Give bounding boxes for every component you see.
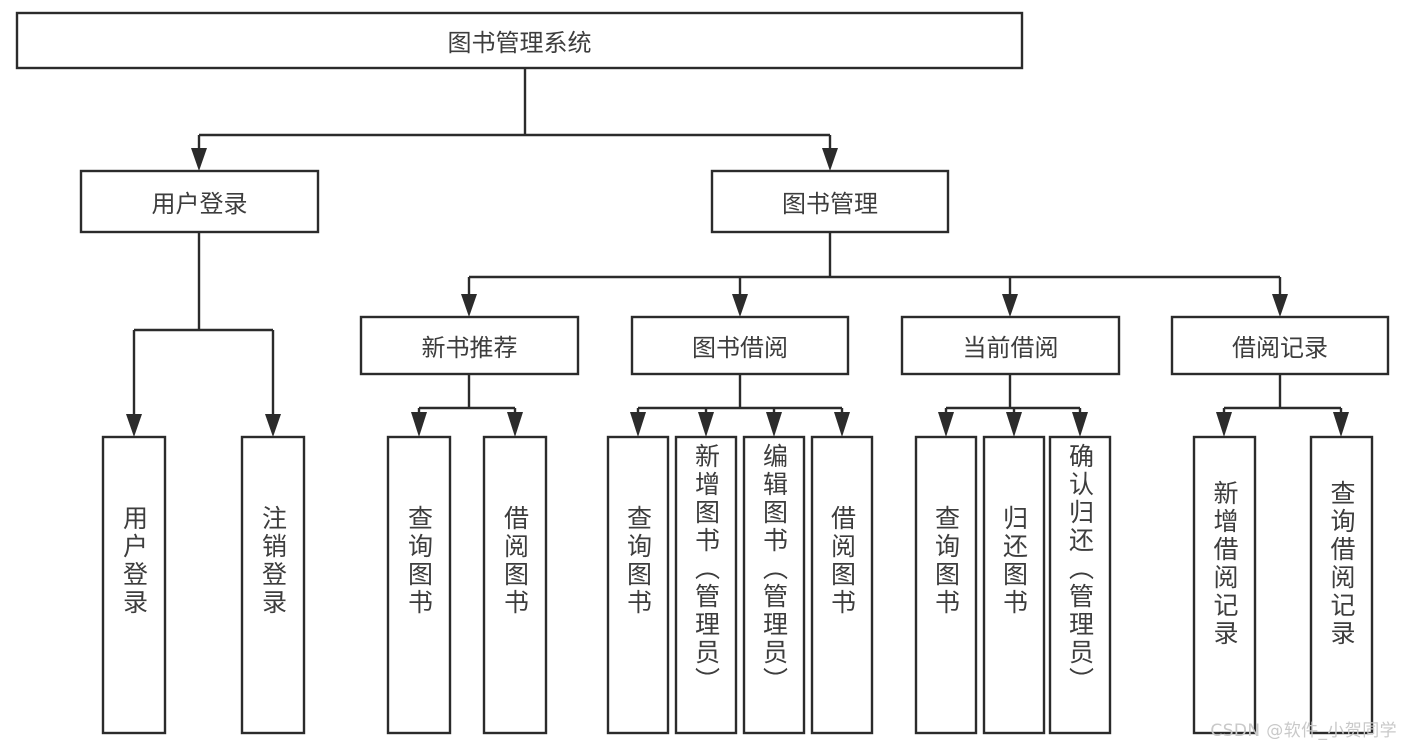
node-box-current-borrow[interactable] — [900, 315, 1121, 376]
watermark-text: CSDN @软件_小贺同学 — [1210, 721, 1397, 741]
arrowhead-borrow-record — [1272, 294, 1288, 317]
arrowhead-current-borrow — [1002, 294, 1018, 317]
node-box-book-management[interactable] — [710, 169, 950, 234]
node-box-user-login[interactable] — [79, 169, 320, 234]
node-box-book-borrow[interactable] — [630, 315, 850, 376]
node-box-leaf-borrow-record-0[interactable] — [1192, 435, 1257, 735]
arrowhead-user-login — [191, 148, 207, 171]
arrowhead-book-management — [822, 148, 838, 171]
node-box-leaf-new-book-1[interactable] — [482, 435, 548, 735]
arrowhead-leaf-book-borrow-3 — [834, 412, 850, 437]
arrowhead-leaf-book-borrow-2 — [766, 412, 782, 437]
node-box-borrow-record[interactable] — [1170, 315, 1390, 376]
arrowhead-leaf-new-book-1 — [507, 412, 523, 437]
arrowhead-leaf-current-borrow-2 — [1072, 412, 1088, 437]
node-box-leaf-book-borrow-0[interactable] — [606, 435, 670, 735]
node-box-leaf-book-borrow-1[interactable] — [674, 435, 738, 735]
node-box-leaf-user-login-0[interactable] — [101, 435, 167, 735]
node-box-leaf-new-book-0[interactable] — [386, 435, 452, 735]
node-box-leaf-user-login-1[interactable] — [240, 435, 306, 735]
node-box-leaf-current-borrow-2[interactable] — [1048, 435, 1112, 735]
node-box-leaf-borrow-record-1[interactable] — [1309, 435, 1374, 735]
arrowhead-leaf-book-borrow-0 — [630, 412, 646, 437]
arrowhead-leaf-borrow-record-1 — [1333, 412, 1349, 437]
node-box-leaf-book-borrow-3[interactable] — [810, 435, 874, 735]
node-box-root[interactable] — [15, 11, 1024, 70]
arrowhead-leaf-current-borrow-0 — [938, 412, 954, 437]
arrowhead-leaf-current-borrow-1 — [1006, 412, 1022, 437]
node-box-leaf-current-borrow-1[interactable] — [982, 435, 1046, 735]
arrowhead-leaf-user-login-0 — [126, 414, 142, 437]
arrowhead-leaf-borrow-record-0 — [1216, 412, 1232, 437]
node-box-new-book-recommend[interactable] — [359, 315, 580, 376]
arrowhead-book-borrow — [732, 294, 748, 317]
node-box-leaf-book-borrow-2[interactable] — [742, 435, 806, 735]
arrowhead-leaf-user-login-1 — [265, 414, 281, 437]
arrowhead-leaf-new-book-0 — [411, 412, 427, 437]
arrowhead-leaf-book-borrow-1 — [698, 412, 714, 437]
arrowhead-new-book-recommend — [461, 294, 477, 317]
node-box-leaf-current-borrow-0[interactable] — [914, 435, 978, 735]
